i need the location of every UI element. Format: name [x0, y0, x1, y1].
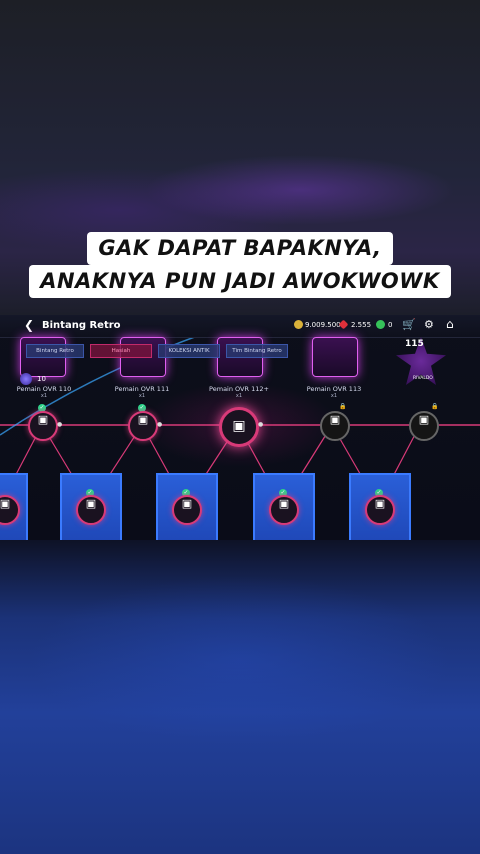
coin-balance: 9.009.500	[305, 321, 341, 329]
gem-balance: 2.555	[351, 321, 372, 329]
node-2[interactable]: ▣	[128, 411, 158, 441]
check-icon: ✓	[138, 404, 146, 412]
check-icon: ✓	[38, 404, 46, 412]
node-card-4: ▣	[269, 495, 299, 525]
ticket-icon: ▣	[0, 497, 11, 510]
node-4[interactable]: ▣	[320, 411, 350, 441]
ticket-icon: ▣	[232, 418, 246, 434]
reward-qty-1: x1	[40, 393, 48, 399]
cart-icon[interactable]: 🛒	[402, 318, 416, 331]
check-icon: ✓	[279, 489, 287, 497]
player-name: RIVALDO	[413, 376, 433, 381]
ticket-icon: ▣	[85, 497, 97, 510]
game-screen: ❮ Bintang Retro 9.009.500 2.555 0 🛒 ⚙ ⌂ …	[0, 315, 480, 540]
reward-card-5[interactable]: ✓▣	[349, 473, 411, 540]
reward-label-4: Pemain OVR 113	[306, 385, 362, 393]
node-5[interactable]: ▣	[409, 411, 439, 441]
lock-icon: ●	[57, 421, 63, 428]
ticket-icon: ▣	[278, 497, 290, 510]
blurred-background-bottom	[0, 540, 480, 854]
tab-hasiah[interactable]: Hasiah	[90, 344, 152, 358]
token-balance: 0	[388, 321, 393, 329]
lock-icon: 🔒	[431, 403, 439, 410]
caption-line-2: ANAKNYA PUN JADI AWOKWOWK	[0, 266, 480, 297]
reward-qty-2: x1	[138, 393, 146, 399]
node-card-5: ▣	[365, 495, 395, 525]
lock-icon: 🔒	[339, 403, 347, 410]
node-3-current[interactable]: ▣	[219, 407, 259, 447]
tab-koleksi-antik[interactable]: KOLEKSI ANTIK	[158, 344, 220, 358]
reward-pack-4[interactable]	[312, 337, 358, 377]
token-icon	[376, 320, 385, 329]
reward-card-3[interactable]: ✓▣	[156, 473, 218, 540]
check-icon: ✓	[375, 489, 383, 497]
caption-text-1: GAK DAPAT BAPAKNYA,	[88, 233, 392, 264]
player-rating: 115	[405, 339, 424, 349]
tab-bar: Bintang Retro Hasiah KOLEKSI ANTIK Tim B…	[0, 344, 480, 358]
node-card-1: ▣	[0, 495, 20, 525]
tab-bintang-retro[interactable]: Bintang Retro	[26, 344, 84, 358]
reward-card-2[interactable]: ✓▣	[60, 473, 122, 540]
node-card-2: ▣	[76, 495, 106, 525]
home-icon[interactable]: ⌂	[446, 317, 454, 331]
settings-icon[interactable]: ⚙	[424, 318, 434, 331]
back-button[interactable]: ❮	[24, 318, 35, 332]
level-badge: 10	[37, 375, 46, 383]
top-bar: ❮ Bintang Retro 9.009.500 2.555 0 🛒 ⚙ ⌂	[0, 315, 480, 338]
ticket-icon: ▣	[181, 497, 193, 510]
node-card-3: ▣	[172, 495, 202, 525]
ticket-icon: ▣	[137, 413, 149, 426]
reward-card-4[interactable]: ✓▣	[253, 473, 315, 540]
check-icon: ✓	[182, 489, 190, 497]
reward-label-1: Pemain OVR 110	[16, 385, 72, 393]
ticket-icon: ▣	[329, 413, 341, 426]
ticket-icon: ▣	[37, 413, 49, 426]
node-1[interactable]: ▣	[28, 411, 58, 441]
page-title: Bintang Retro	[42, 320, 121, 331]
check-icon: ✓	[86, 489, 94, 497]
caption-text-2: ANAKNYA PUN JADI AWOKWOWK	[30, 266, 450, 297]
reward-label-3: Pemain OVR 112+	[209, 385, 269, 393]
coin-icon	[294, 320, 303, 329]
reward-qty-3: x1	[235, 393, 243, 399]
reward-label-2: Pemain OVR 111	[114, 385, 170, 393]
ticket-icon: ▣	[418, 413, 430, 426]
ticket-icon: ▣	[374, 497, 386, 510]
caption-line-1: GAK DAPAT BAPAKNYA,	[0, 233, 480, 264]
tab-tim-bintang-retro[interactable]: Tim Bintang Retro	[226, 344, 288, 358]
lock-icon: ●	[157, 421, 163, 428]
lock-icon: ●	[258, 421, 264, 428]
level-icon	[20, 373, 32, 385]
reward-qty-4: x1	[330, 393, 338, 399]
reward-card-1[interactable]: ▣	[0, 473, 28, 540]
